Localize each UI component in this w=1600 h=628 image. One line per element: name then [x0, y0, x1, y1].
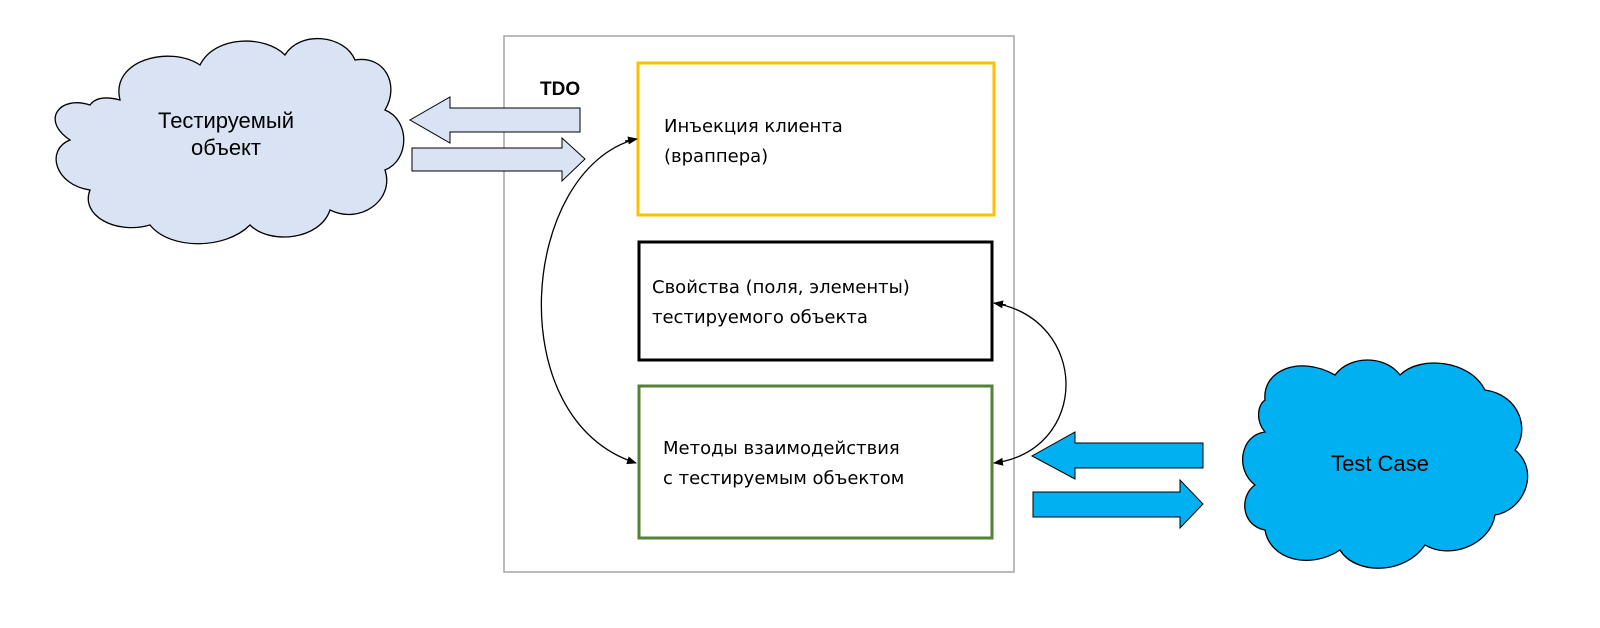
test-case-cloud-label: Test Case — [1331, 451, 1429, 476]
connector-arrowhead-properties — [993, 300, 1007, 309]
injection-box-line-2: (враппера) — [664, 146, 768, 167]
properties-box-line-1: Свойства (поля, элементы) — [652, 277, 910, 298]
block-arrow-right-to-test-case — [1032, 478, 1204, 530]
injection-box — [636, 61, 996, 217]
subject-cloud-shape — [54, 37, 405, 245]
subject-cloud: Тестируемый объект — [54, 37, 405, 245]
subject-cloud-line-1: Тестируемый — [158, 108, 294, 133]
properties-box-line-2: тестируемого объекта — [652, 307, 868, 328]
block-arrow-left-to-tdo — [1030, 431, 1204, 480]
block-arrow-left-to-subject — [408, 96, 581, 144]
injection-box-line-1: Инъекция клиента — [664, 116, 843, 137]
tdo-label: TDO — [540, 79, 580, 100]
methods-box-line-2: с тестируемым объектом — [663, 468, 904, 489]
connector-properties-methods — [993, 302, 1067, 466]
subject-cloud-line-2: объект — [191, 135, 261, 160]
connector-injection-methods — [540, 138, 637, 465]
block-arrow-right-to-tdo — [411, 136, 586, 183]
tdo-container — [503, 35, 1015, 573]
test-case-cloud-shape — [1242, 359, 1529, 569]
methods-box — [637, 384, 994, 540]
connector-arrowhead-injection — [624, 136, 638, 145]
test-case-cloud: Test Case — [1242, 359, 1529, 569]
methods-box-line-1: Методы взаимодействия — [663, 438, 900, 459]
properties-box — [637, 240, 994, 362]
